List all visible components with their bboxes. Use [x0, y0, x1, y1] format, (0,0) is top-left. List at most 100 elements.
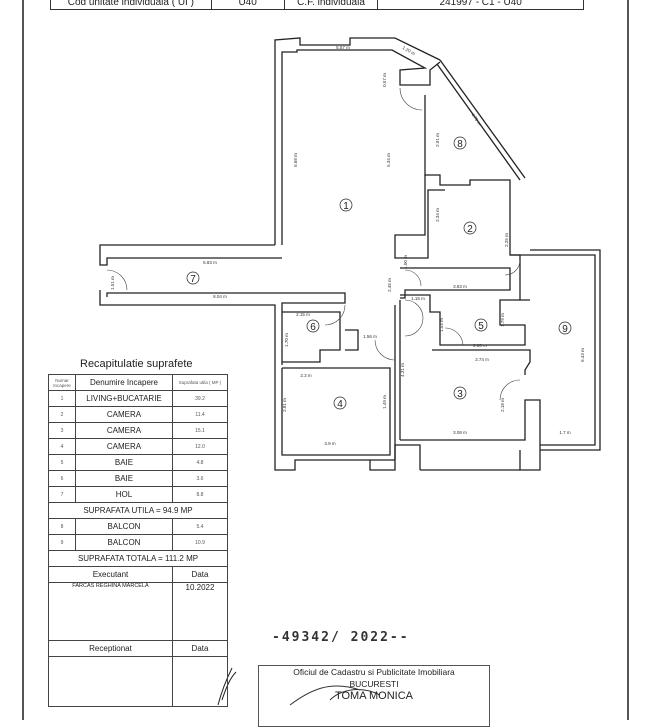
- dimension-label: 2.80 m: [473, 343, 487, 348]
- room-area: 8.8: [172, 486, 228, 503]
- receptionat-date-label: Data: [172, 640, 228, 657]
- dimension-label: 3.74 m: [475, 357, 489, 362]
- room-nr: 4: [48, 438, 76, 455]
- room-name: LIVING+BUCATARIE: [75, 390, 173, 407]
- dimension-label: 2.45 m: [387, 278, 392, 292]
- receptionat-cell: [48, 656, 173, 707]
- dimension-label: 5.57 m: [336, 45, 350, 50]
- room-number: 3: [457, 389, 463, 400]
- dimension-label: 1.7 m: [559, 430, 571, 435]
- executant-date: 10.2022: [172, 582, 228, 641]
- room-area: 3.6: [172, 470, 228, 487]
- room-nr: 2: [48, 406, 76, 423]
- date-label: Data: [172, 566, 228, 583]
- dimension-label: 4.31 m: [400, 363, 405, 377]
- room-nr: 1: [48, 390, 76, 407]
- room-labels: [186, 136, 572, 410]
- dimension-label: 6.68 m: [293, 153, 298, 167]
- dimension-label: 2.15 m: [296, 312, 310, 317]
- room-nr: 3: [48, 422, 76, 439]
- dimension-label: 1.70 m: [284, 333, 289, 347]
- room-area: 10.9: [172, 534, 228, 551]
- room-number: 8: [457, 139, 463, 150]
- dimension-label: 2.91 m: [435, 133, 440, 147]
- recap-table: Numar Incapere Denumire Incapere Suprafa…: [48, 374, 228, 707]
- room-number: 4: [337, 399, 343, 410]
- dimension-label: 2.25 m: [504, 233, 509, 247]
- unit-header-table: Cod unitate individuala ( UI ) U40 C.F. …: [50, 0, 584, 10]
- room-area: 5.4: [172, 518, 228, 535]
- room-name: CAMERA: [75, 406, 173, 423]
- room-number: 5: [478, 321, 484, 332]
- room-area: 11.4: [172, 406, 228, 423]
- dimension-label: 2.3 m: [300, 373, 312, 378]
- room-name: BAIE: [75, 470, 173, 487]
- dimension-label: 4.76 m: [470, 112, 482, 126]
- room-name: CAMERA: [75, 438, 173, 455]
- room-number: 1: [343, 201, 349, 212]
- room-nr: 5: [48, 454, 76, 471]
- header-cell: U40: [212, 0, 285, 9]
- stamp-city: BUCURESTI: [349, 679, 399, 689]
- room-nr: 7: [48, 486, 76, 503]
- page-border-left: [22, 0, 24, 720]
- page-border-right: [627, 0, 629, 720]
- dimension-label: 1.56 m: [363, 334, 377, 339]
- grand-total: SUPRAFATA TOTALA = 111.2 MP: [48, 550, 228, 567]
- dimension-label: 2.18 m: [500, 398, 505, 412]
- room-area: 39.2: [172, 390, 228, 407]
- stamp-name: TOMA MONICA: [334, 690, 414, 702]
- room-nr: 9: [48, 534, 76, 551]
- room-nr: 6: [48, 470, 76, 487]
- dimension-label: 0.57 m: [382, 73, 387, 87]
- dimension-label: 2.81 m: [282, 398, 287, 412]
- room-area: 4.8: [172, 454, 228, 471]
- dimension-label: 3.83 m: [453, 284, 467, 289]
- recap-title: Recapitulatie suprafete: [80, 358, 193, 370]
- room-number: 7: [190, 274, 196, 285]
- dimension-label: 6.43 m: [580, 348, 585, 362]
- dimension-label: 5.34 m: [386, 153, 391, 167]
- room-name: BALCON: [75, 534, 173, 551]
- dimension-label: 1.79 m: [500, 313, 505, 327]
- room-area: 15.1: [172, 422, 228, 439]
- room-number: 2: [467, 224, 473, 235]
- col-header: Numar Incapere: [48, 374, 76, 391]
- dimension-label: 1.54 m: [439, 318, 444, 332]
- header-cell: C.F. individuala: [285, 0, 379, 9]
- stamp-signature: [289, 685, 381, 706]
- dimension-label: 3.08 m: [453, 430, 467, 435]
- room-name: BALCON: [75, 518, 173, 535]
- receptionat-label: Receptionat: [48, 640, 173, 657]
- registration-number: -49342/ 2022--: [272, 630, 410, 645]
- ocpi-stamp: Oficiul de Cadastru si Publicitate Imobi…: [258, 665, 490, 727]
- stamp-office: Oficiul de Cadastru si Publicitate Imobi…: [293, 667, 455, 677]
- dimension-label: 5.83 m: [203, 260, 217, 265]
- room-number: 6: [310, 322, 316, 333]
- dimension-label: 1.00 m: [403, 255, 408, 269]
- room-name: CAMERA: [75, 422, 173, 439]
- room-name: BAIE: [75, 454, 173, 471]
- dimensions: 5.57 m 1.20 m 0.57 m 4.76 m 2.91 m 6.68 …: [110, 45, 585, 446]
- executant-name: FARCAS REGHINA MARCELA: [48, 582, 173, 641]
- executant-label: Executant: [48, 566, 173, 583]
- dimension-label: 1.51 m: [110, 276, 115, 290]
- dimension-label: 8.04 m: [213, 294, 227, 299]
- useful-area-total: SUPRAFATA UTILA = 94.9 MP: [48, 502, 228, 519]
- col-header: Denumire Incapere: [75, 374, 173, 391]
- header-cell: 241997 - C1 - U40: [439, 0, 522, 8]
- dimension-label: 3.9 m: [324, 441, 336, 446]
- doors: [106, 87, 521, 401]
- room-nr: 8: [48, 518, 76, 535]
- col-header: Suprafata utila ( MP ): [172, 374, 228, 391]
